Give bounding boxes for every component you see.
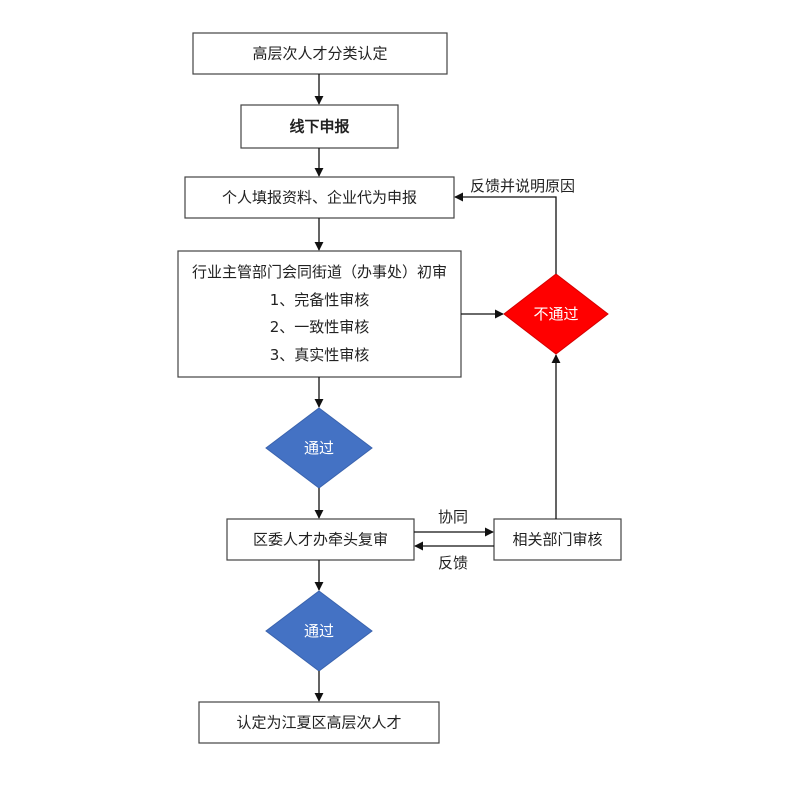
node-preliminary-review-item: 3、真实性审核 bbox=[270, 346, 370, 364]
decision-fail: 不通过 bbox=[503, 273, 609, 355]
node-certified-label: 认定为江夏区高层次人才 bbox=[236, 714, 401, 732]
node-offline-apply: 线下申报 bbox=[240, 104, 399, 149]
edge-label-coordinate: 协同 bbox=[438, 508, 468, 526]
decision-fail-label: 不通过 bbox=[533, 305, 578, 323]
node-classify: 高层次人才分类认定 bbox=[192, 32, 448, 75]
node-preliminary-review: 行业主管部门会同街道（办事处）初审 1、完备性审核 2、一致性审核 3、真实性审… bbox=[177, 250, 462, 378]
node-district-review: 区委人才办牵头复审 bbox=[226, 518, 415, 561]
node-dept-review-label: 相关部门审核 bbox=[512, 531, 602, 549]
node-dept-review: 相关部门审核 bbox=[493, 518, 622, 561]
decision-pass-1: 通过 bbox=[265, 407, 373, 489]
edge-label-feedback-explain: 反馈并说明原因 bbox=[470, 177, 575, 195]
node-district-review-label: 区委人才办牵头复审 bbox=[253, 531, 388, 549]
node-fill-materials-label: 个人填报资料、企业代为申报 bbox=[222, 189, 417, 207]
node-certified: 认定为江夏区高层次人才 bbox=[198, 701, 440, 744]
node-preliminary-review-item: 2、一致性审核 bbox=[270, 318, 370, 336]
decision-pass-1-label: 通过 bbox=[304, 439, 334, 457]
node-classify-label: 高层次人才分类认定 bbox=[252, 45, 387, 63]
edge-fail-to-fill bbox=[454, 192, 557, 274]
node-fill-materials: 个人填报资料、企业代为申报 bbox=[184, 176, 455, 219]
node-offline-apply-label: 线下申报 bbox=[289, 118, 349, 136]
edge-label-feedback: 反馈 bbox=[438, 554, 468, 572]
node-preliminary-review-title: 行业主管部门会同街道（办事处）初审 bbox=[192, 263, 447, 281]
decision-pass-2: 通过 bbox=[265, 590, 373, 672]
node-preliminary-review-item: 1、完备性审核 bbox=[270, 291, 370, 309]
decision-pass-2-label: 通过 bbox=[304, 622, 334, 640]
